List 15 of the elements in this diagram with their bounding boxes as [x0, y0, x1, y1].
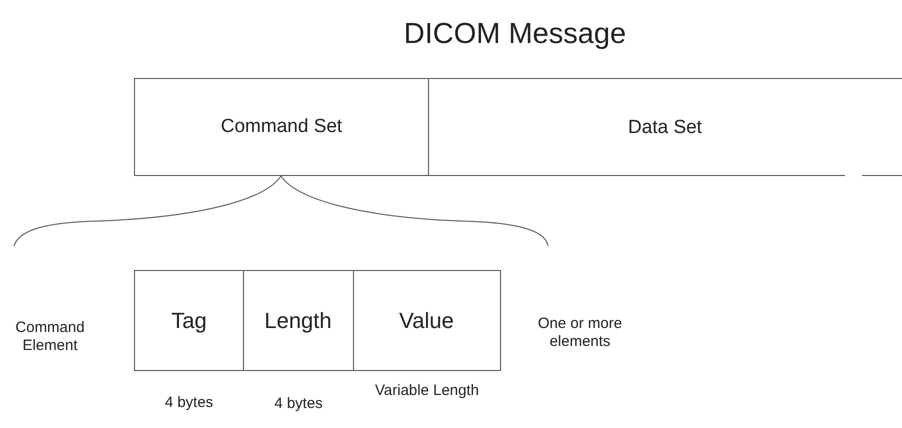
box-label: Length [264, 308, 332, 334]
field-box [353, 270, 501, 371]
field-box [428, 78, 902, 176]
size-note: 4 bytes [273, 395, 324, 413]
side-note: One or more elements [536, 315, 624, 351]
box-label: Command Set [220, 116, 342, 138]
field-box [134, 270, 244, 371]
diagram-title: DICOM Message [402, 18, 628, 51]
box-label: Tag [171, 308, 207, 334]
side-note: Command Element [14, 319, 86, 355]
size-note: 4 bytes [164, 394, 214, 412]
field-box [243, 270, 354, 371]
size-note: Variable Length [374, 382, 480, 400]
box-label: Value [399, 308, 454, 334]
box-label: Data Set [628, 116, 702, 138]
